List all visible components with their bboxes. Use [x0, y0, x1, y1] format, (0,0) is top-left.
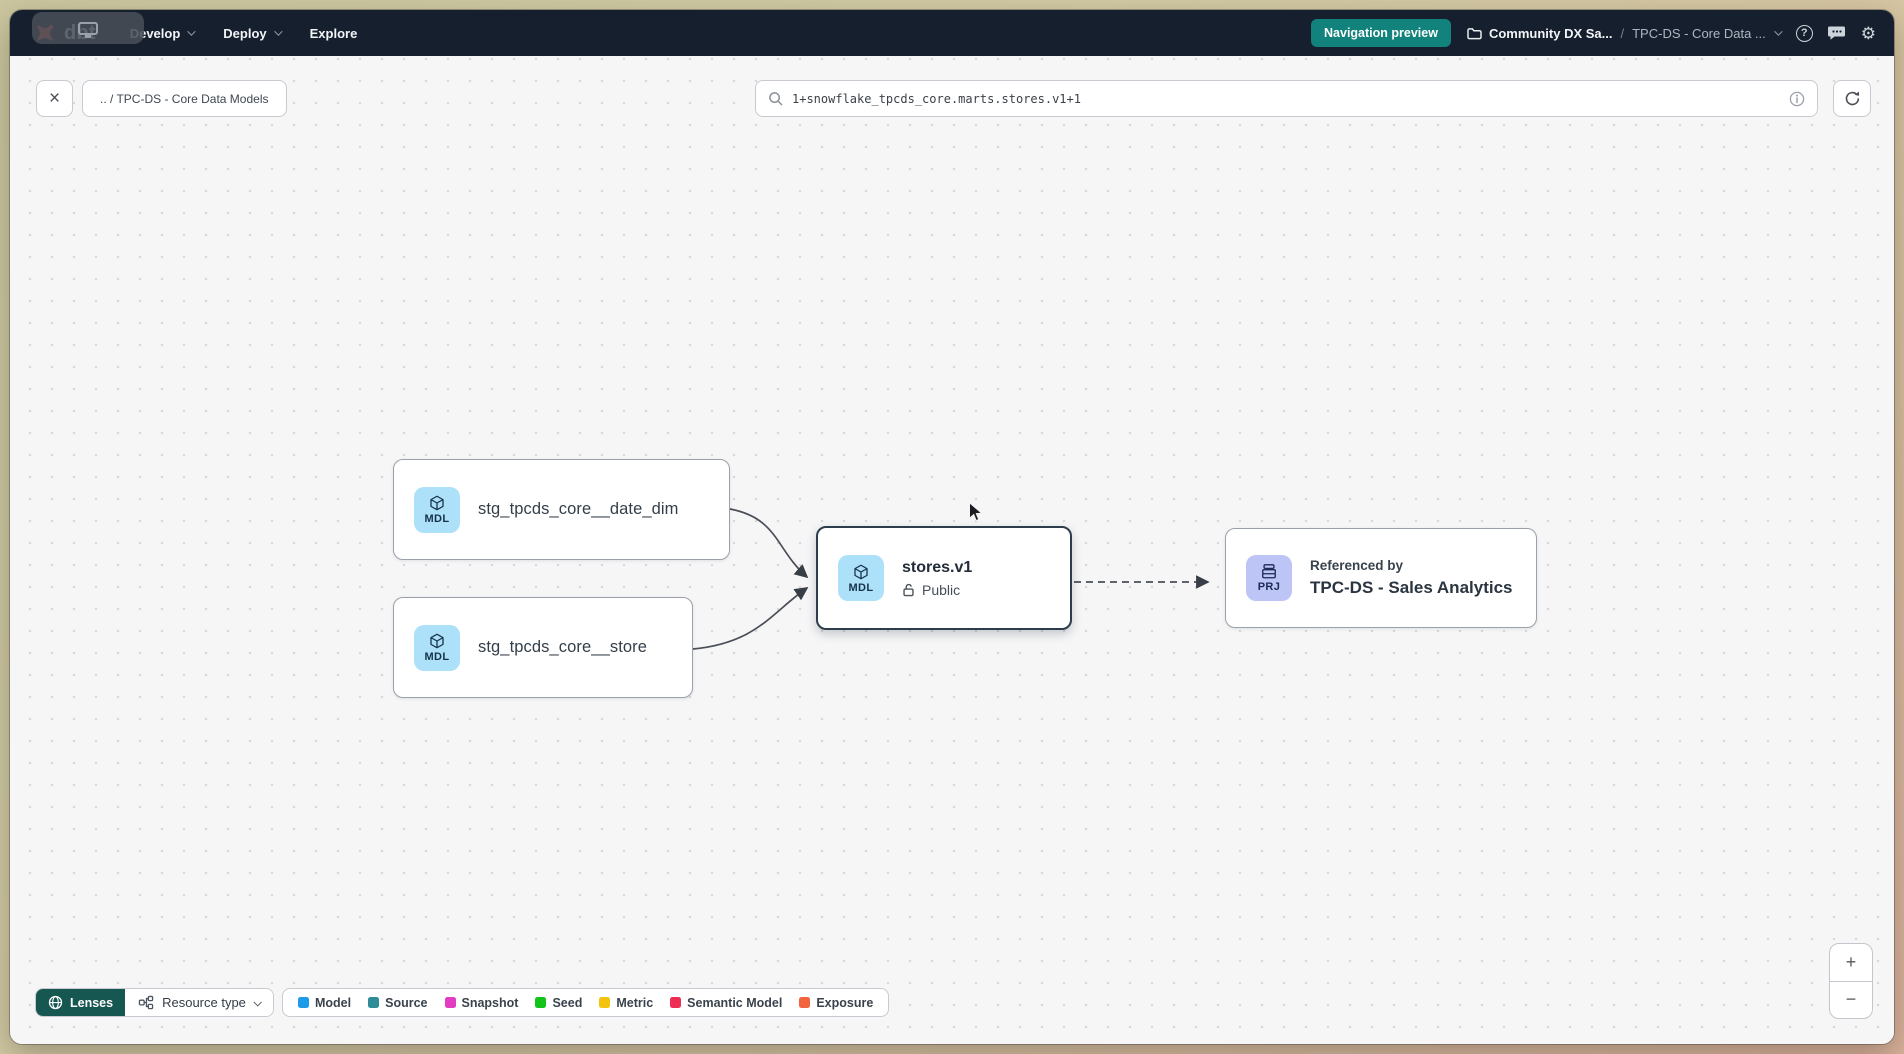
feedback-chat-icon[interactable] [1827, 25, 1846, 41]
info-icon[interactable] [1789, 91, 1805, 107]
legend-item: Source [368, 995, 428, 1010]
legend-swatch [799, 997, 811, 1008]
folder-icon [1467, 27, 1482, 39]
lenses-label: Lenses [70, 995, 114, 1010]
legend-item: Model [298, 996, 351, 1010]
legend-label: Metric [616, 995, 654, 1010]
screen-icon [78, 21, 98, 38]
refresh-icon [1845, 91, 1859, 106]
badge-label: PRJ [1257, 581, 1281, 593]
menu-explore-label: Explore [309, 25, 358, 41]
lineage-path-chip[interactable]: .. / TPC-DS - Core Data Models [82, 80, 287, 117]
selector-search-box[interactable] [755, 80, 1818, 117]
node-label: stg_tpcds_core__date_dim [478, 500, 679, 518]
breadcrumb-project[interactable]: Community DX Sa... [1467, 25, 1613, 41]
project-badge: PRJ [1246, 555, 1292, 601]
access-row: Public [902, 582, 972, 598]
help-icon[interactable]: ? [1795, 24, 1813, 42]
node-stg-tpcds-core-date-dim[interactable]: MDL stg_tpcds_core__date_dim [393, 459, 730, 560]
resource-graph-icon [138, 995, 154, 1010]
settings-gear-icon[interactable]: ⚙ [1860, 23, 1876, 43]
legend-swatch [368, 997, 380, 1008]
breadcrumb-current[interactable]: TPC-DS - Core Data ... [1632, 25, 1766, 41]
close-lineage-button[interactable]: × [36, 80, 73, 117]
lock-open-icon [903, 583, 914, 596]
legend-item: Semantic Model [670, 996, 782, 1010]
lenses-button[interactable]: Lenses [36, 989, 126, 1016]
screen-recording-indicator [32, 12, 144, 44]
referenced-by-label: Referenced by [1310, 558, 1404, 573]
chevron-down-icon [253, 997, 262, 1007]
node-stores-v1-selected[interactable]: MDL stores.v1 Public [816, 526, 1072, 630]
menu-deploy-label: Deploy [223, 25, 267, 41]
legend-item: Metric [599, 996, 653, 1010]
lenses-control-group: Lenses Resource type [35, 988, 274, 1017]
node-label: stores.v1 [902, 558, 973, 576]
lineage-path-label: .. / TPC-DS - Core Data Models [100, 91, 269, 106]
resource-type-label: Resource type [162, 995, 246, 1010]
legend-swatch [599, 997, 611, 1008]
close-icon: × [48, 87, 61, 109]
breadcrumb-separator: / [1620, 25, 1625, 41]
model-badge: MDL [838, 555, 884, 601]
main-menu: Develop Deploy Explore [130, 26, 358, 41]
legend-item: Exposure [799, 996, 873, 1010]
resource-type-legend: Model Source Snapshot Seed Metric Semantic Mo… [282, 988, 890, 1017]
legend-item: Seed [535, 996, 582, 1010]
legend-swatch [535, 997, 547, 1008]
chevron-down-icon[interactable] [1773, 27, 1783, 36]
breadcrumb-project-label: Community DX Sa... [1488, 25, 1613, 41]
refresh-lineage-button[interactable] [1833, 80, 1871, 117]
model-badge: MDL [414, 486, 460, 533]
zoom-out-button[interactable]: − [1845, 989, 1857, 1010]
search-icon [769, 92, 783, 106]
legend-swatch [444, 997, 456, 1008]
legend-label: Exposure [816, 995, 874, 1010]
legend-label: Source [385, 995, 428, 1010]
legend-item: Snapshot [444, 995, 519, 1010]
navigation-preview-badge[interactable]: Navigation preview [1311, 19, 1451, 47]
resource-type-dropdown[interactable]: Resource type [125, 989, 273, 1016]
badge-label: MDL [424, 513, 450, 525]
zoom-in-button[interactable]: + [1830, 944, 1872, 982]
navbar-icon-group: ? ⚙ [1795, 23, 1876, 43]
breadcrumb[interactable]: Community DX Sa... / TPC-DS - Core Data … [1467, 25, 1783, 41]
project-name-label: TPC-DS - Sales Analytics [1310, 578, 1513, 597]
node-label: stg_tpcds_core__store [478, 638, 648, 656]
legend-label: Seed [552, 995, 583, 1010]
node-stg-tpcds-core-store[interactable]: MDL stg_tpcds_core__store [393, 597, 693, 698]
badge-label: MDL [848, 581, 874, 594]
legend-label: Model [315, 995, 352, 1010]
model-badge: MDL [414, 624, 460, 671]
legend-swatch [670, 997, 682, 1008]
menu-explore[interactable]: Explore [310, 26, 358, 41]
lens-globe-icon [48, 995, 63, 1010]
dbt-cloud-window: dbt Develop Deploy Explore Navigation pr… [10, 10, 1894, 1044]
zoom-controls: + − [1829, 943, 1873, 1019]
chevron-down-icon [187, 27, 196, 36]
legend-label: Snapshot [461, 995, 519, 1010]
legend-label: Semantic Model [687, 995, 783, 1010]
access-label: Public [922, 581, 961, 598]
cube-icon [430, 633, 444, 649]
legend-swatch [298, 997, 309, 1008]
cube-icon [854, 564, 868, 579]
selector-search-input[interactable] [792, 91, 1780, 106]
archive-stack-icon [1262, 564, 1276, 579]
chevron-down-icon [273, 27, 283, 36]
node-referenced-by-project[interactable]: PRJ Referenced by TPC-DS - Sales Analyti… [1225, 528, 1537, 628]
menu-deploy[interactable]: Deploy [223, 25, 283, 41]
top-navbar: dbt Develop Deploy Explore Navigation pr… [10, 10, 1894, 56]
cube-icon [430, 495, 444, 511]
badge-label: MDL [424, 651, 450, 663]
navbar-right: Navigation preview Community DX Sa... / … [1311, 19, 1876, 47]
